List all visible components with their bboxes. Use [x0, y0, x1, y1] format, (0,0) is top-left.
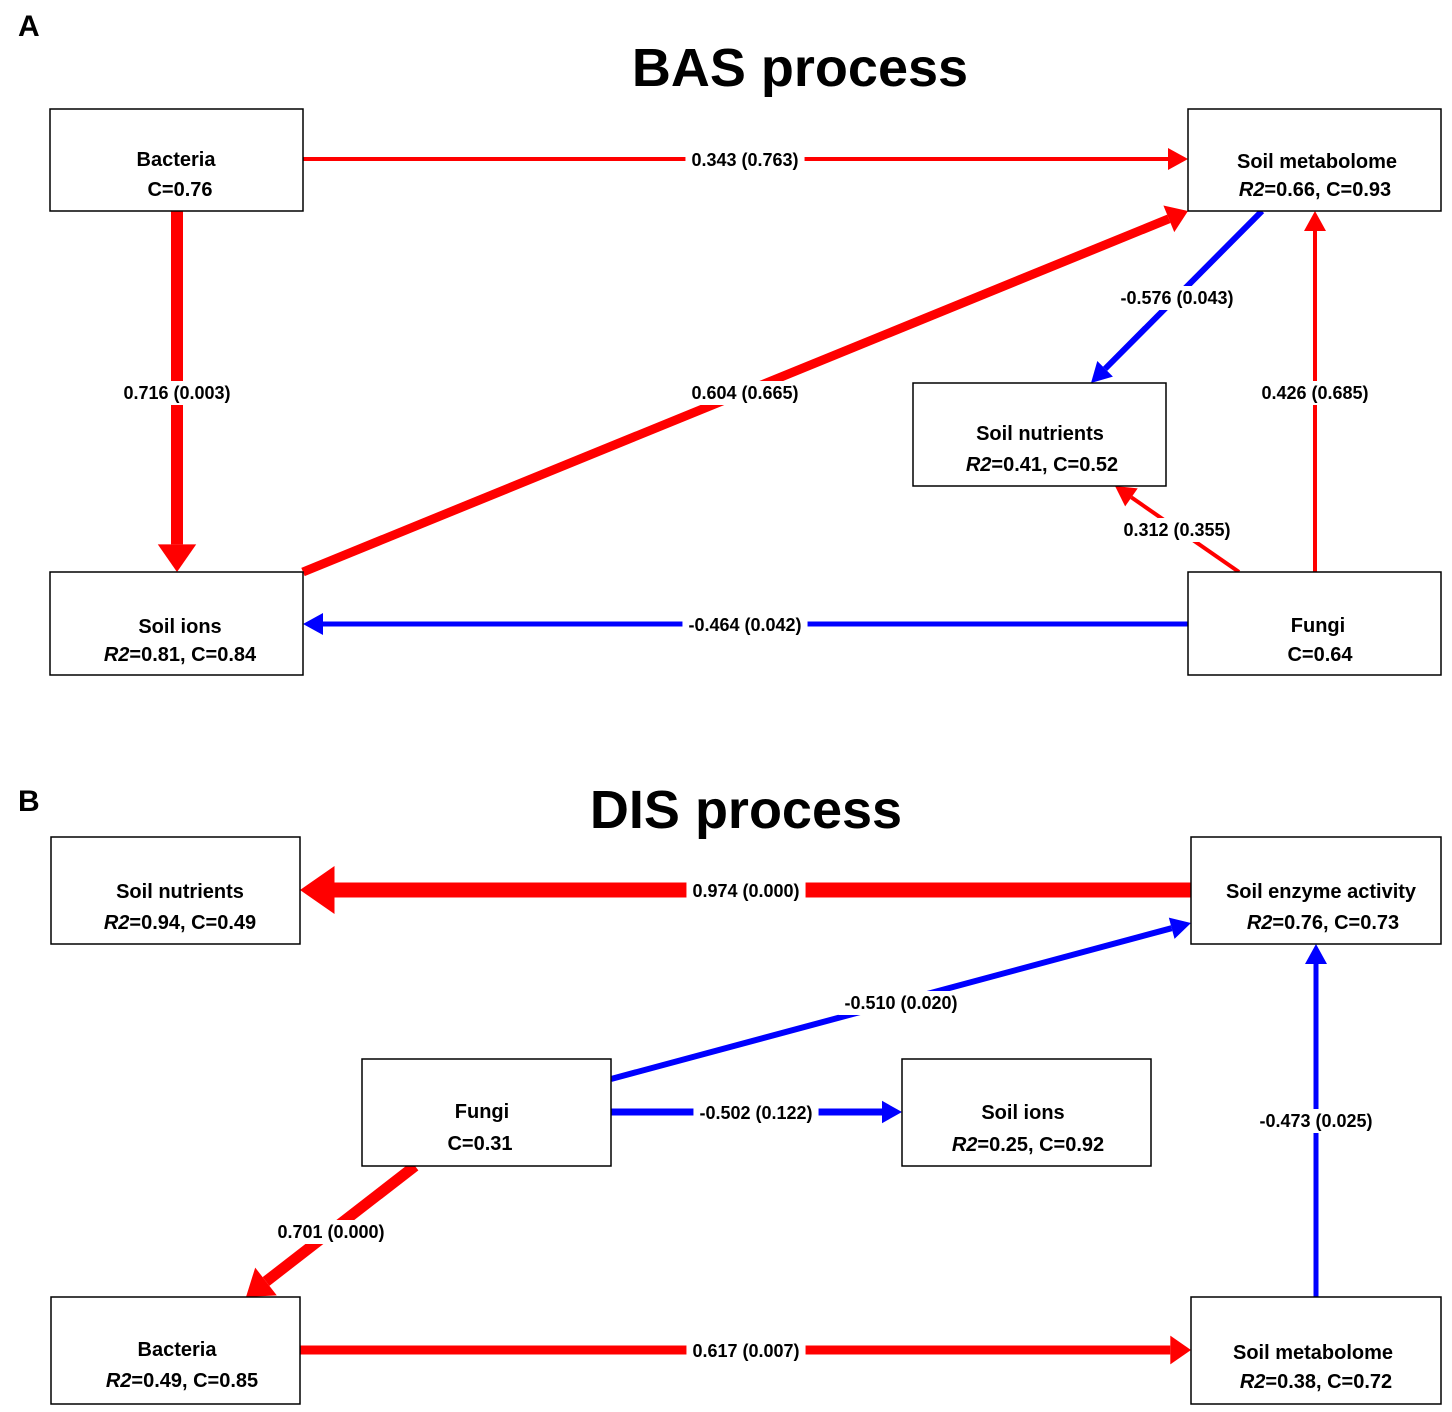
edge-label: 0.604 (0.665): [685, 381, 805, 405]
edge-label-background: [693, 1101, 819, 1125]
edge-coefficient-text: -0.502 (0.122): [699, 1103, 812, 1123]
node-stat: C=0.31: [447, 1133, 512, 1155]
edge-coefficient-text: 0.716 (0.003): [123, 383, 230, 403]
node-name: Bacteria: [137, 149, 217, 171]
node-soil-nutrients-a: Soil nutrients R2=0.41, C=0.52: [912, 382, 1167, 487]
edge-coefficient-text: 0.701 (0.000): [277, 1222, 384, 1242]
node-soil-metabolome-b: Soil metabolome R2=0.38, C=0.72: [1190, 1296, 1442, 1405]
edge-label: 0.716 (0.003): [117, 381, 237, 405]
edge-label-background: [685, 381, 805, 405]
edge-coefficient-text: 0.312 (0.355): [1123, 520, 1230, 540]
edge-bacteria-to-soil_ions-a: [157, 211, 197, 572]
node-soil-ions-a: Soil ions R2=0.81, C=0.84: [49, 571, 304, 676]
edge-label-background: [1114, 286, 1240, 310]
node-stat: R2=0.41, C=0.52: [966, 454, 1118, 476]
panel-b-letter: B: [18, 785, 40, 818]
edge-label: 0.343 (0.763): [685, 148, 805, 172]
node-name: Soil metabolome: [1237, 151, 1397, 173]
arrow-head: [1168, 917, 1191, 939]
edge-label: 0.312 (0.355): [1117, 518, 1237, 542]
edge-label-background: [686, 879, 806, 903]
node-stat: R2=0.81, C=0.84: [104, 644, 257, 666]
panel-a-letter: A: [18, 10, 40, 43]
node-soil-metabolome-a: Soil metabolome R2=0.66, C=0.93: [1187, 108, 1442, 212]
edge-coefficient-text: 0.343 (0.763): [691, 150, 798, 170]
edge-label: 0.426 (0.685): [1255, 381, 1375, 405]
node-soil-nutrients-b: Soil nutrients R2=0.94, C=0.49: [50, 836, 301, 945]
edge-label: 0.701 (0.000): [271, 1220, 391, 1244]
edge-coefficient-text: 0.974 (0.000): [692, 881, 799, 901]
edge-coefficient-text: -0.473 (0.025): [1259, 1111, 1372, 1131]
node-stat: R2=0.38, C=0.72: [1240, 1371, 1392, 1393]
edge-label: -0.502 (0.122): [693, 1101, 819, 1125]
edge-label: -0.510 (0.020): [838, 991, 964, 1015]
edge-label: -0.473 (0.025): [1253, 1109, 1379, 1133]
node-stat: R2=0.25, C=0.92: [952, 1134, 1104, 1156]
edge-label-background: [686, 1339, 806, 1363]
panel-a-title: BAS process: [632, 38, 968, 98]
node-name: Soil ions: [981, 1102, 1064, 1124]
edge-label-background: [1117, 518, 1237, 542]
node-fungi-a: Fungi C=0.64: [1187, 571, 1442, 676]
node-name: Soil nutrients: [976, 423, 1104, 445]
edge-label-background: [117, 381, 237, 405]
node-stat: R2=0.49, C=0.85: [106, 1370, 258, 1392]
arrow-head: [882, 1100, 902, 1124]
arrow-head: [246, 1267, 277, 1297]
edge-label-background: [682, 613, 808, 637]
edge-label: 0.617 (0.007): [686, 1339, 806, 1363]
node-name: Soil enzyme activity: [1226, 881, 1417, 903]
node-soil-ions-b: Soil ions R2=0.25, C=0.92: [901, 1058, 1152, 1167]
node-name: Fungi: [1291, 615, 1345, 637]
node-stat: R2=0.76, C=0.73: [1247, 912, 1399, 934]
node-bacteria-b: Bacteria R2=0.49, C=0.85: [50, 1296, 301, 1405]
arrow-head: [300, 866, 335, 914]
arrow-head: [1163, 205, 1188, 233]
node-name: Bacteria: [138, 1339, 218, 1361]
edge-label-background: [1255, 381, 1375, 405]
arrow-head: [1091, 361, 1113, 383]
arrow-head: [1305, 944, 1327, 964]
edge-coefficient-text: 0.617 (0.007): [692, 1341, 799, 1361]
edge-label: -0.576 (0.043): [1114, 286, 1240, 310]
node-stat: R2=0.66, C=0.93: [1239, 179, 1391, 201]
arrow-head: [1170, 1335, 1191, 1365]
node-stat: R2=0.94, C=0.49: [104, 912, 256, 934]
arrow-head: [1168, 148, 1188, 170]
arrow-head: [1304, 211, 1326, 231]
edge-label-background: [1253, 1109, 1379, 1133]
label-layer: 0.343 (0.763) 0.716 (0.003) 0.604 (0.665) -…: [117, 148, 1379, 1363]
edge-coefficient-text: -0.464 (0.042): [688, 615, 801, 635]
edge-label-background: [838, 991, 964, 1015]
node-name: Soil nutrients: [116, 881, 244, 903]
edge-label-background: [685, 148, 805, 172]
edge-coefficient-text: 0.604 (0.665): [691, 383, 798, 403]
edge-label: 0.974 (0.000): [686, 879, 806, 903]
edge-coefficient-text: 0.426 (0.685): [1261, 383, 1368, 403]
arrow-head: [303, 613, 323, 635]
node-name: Soil ions: [138, 616, 221, 638]
node-fungi-b: Fungi C=0.31: [361, 1058, 612, 1167]
node-soil-enzyme-activity-b: Soil enzyme activity R2=0.76, C=0.73: [1190, 836, 1442, 945]
edge-label-background: [271, 1220, 391, 1244]
edge-label: -0.464 (0.042): [682, 613, 808, 637]
node-stat: C=0.76: [147, 179, 212, 201]
arrow-head: [157, 544, 197, 572]
node-name: Fungi: [455, 1101, 509, 1123]
panel-b-title: DIS process: [590, 780, 902, 840]
arrow-head: [1115, 486, 1138, 507]
node-bacteria-a: Bacteria C=0.76: [49, 108, 304, 212]
node-stat: C=0.64: [1287, 644, 1353, 666]
arrow-layer: [157, 148, 1327, 1365]
edge-coefficient-text: -0.576 (0.043): [1120, 288, 1233, 308]
node-name: Soil metabolome: [1233, 1342, 1393, 1364]
edge-coefficient-text: -0.510 (0.020): [844, 993, 957, 1013]
